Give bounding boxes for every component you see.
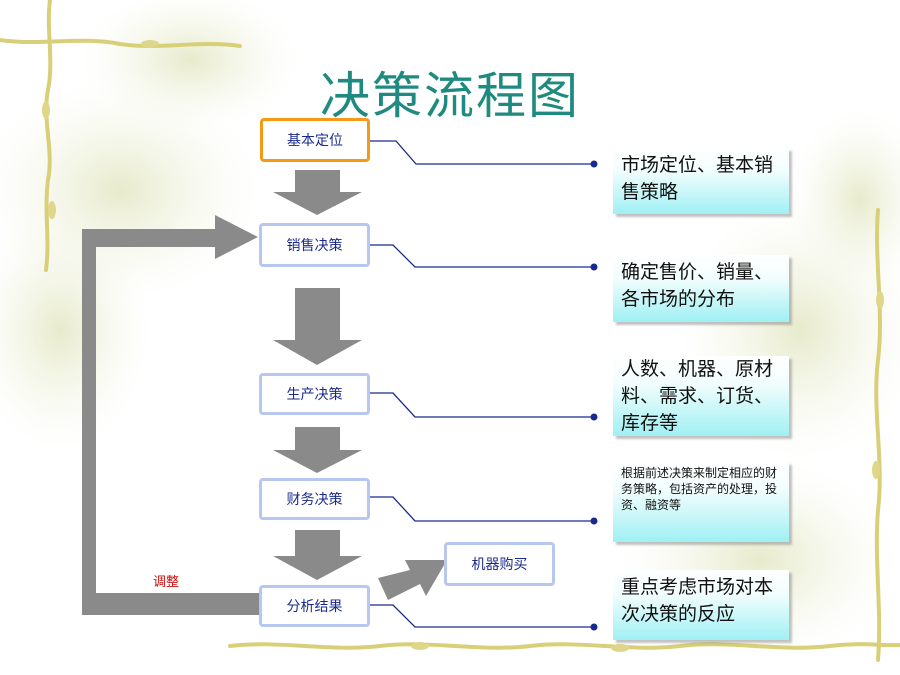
step-machine-purchase[interactable]: 机器购买 [444,542,555,586]
step-finance-decision[interactable]: 财务决策 [259,478,370,520]
feedback-label: 调整 [153,575,180,590]
step-analysis-results[interactable]: 分析结果 [259,585,370,627]
note-analysis-results: 重点考虑市场对本次决策的反应 [613,570,789,640]
step-production-decision[interactable]: 生产决策 [259,373,370,415]
note-finance-decision: 根据前述决策来制定相应的财务策略，包括资产的处理，投资、融资等 [613,462,789,542]
note-sales-decision: 确定售价、销量、各市场的分布 [613,255,789,322]
step-sales-decision[interactable]: 销售决策 [259,223,370,267]
page-title: 决策流程图 [320,67,580,125]
note-basic-positioning: 市场定位、基本销售策略 [613,148,789,214]
note-production-decision: 人数、机器、原材料、需求、订货、库存等 [613,356,789,436]
step-basic-positioning[interactable]: 基本定位 [260,118,370,162]
vine-leaves [42,40,884,652]
